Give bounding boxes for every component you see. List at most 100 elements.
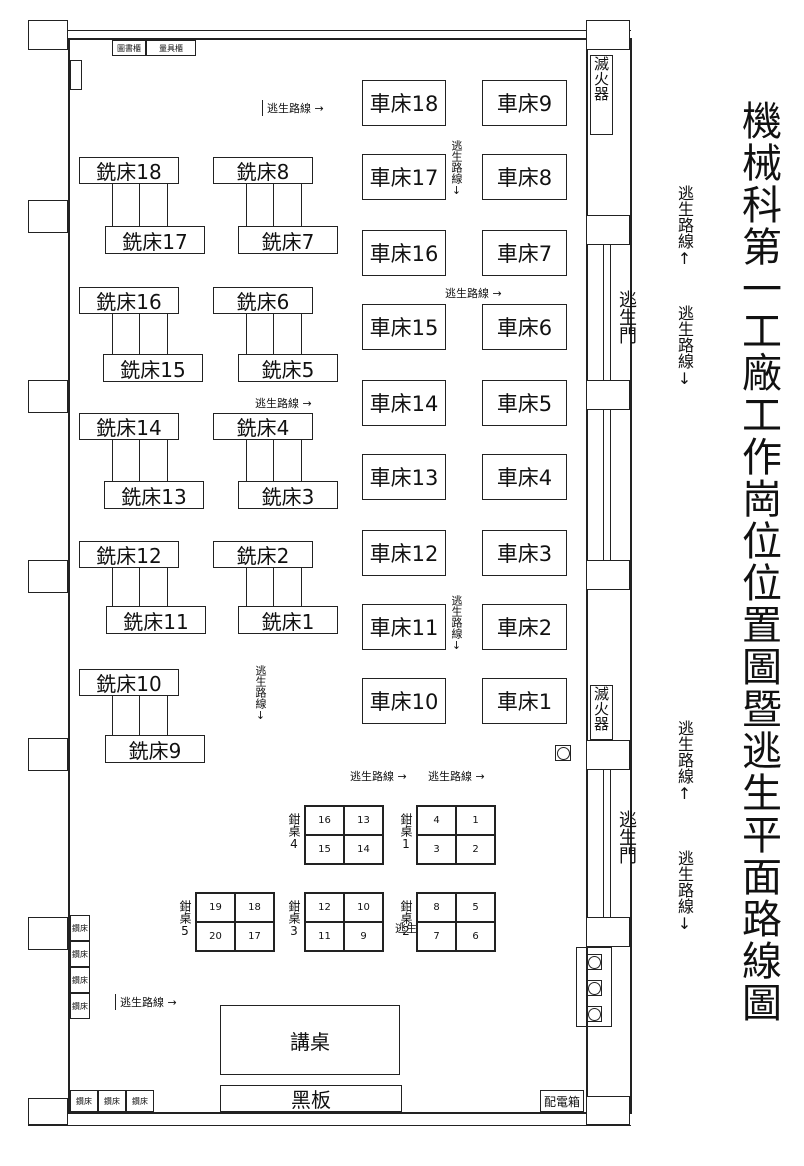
mill-station: 銑床9 <box>105 735 205 763</box>
bench-seat: 11 <box>305 922 344 951</box>
escape-route-legend: 逃生路線↓ <box>675 850 694 933</box>
mill-stand <box>246 184 302 226</box>
bench-label: 鉗桌3 <box>287 900 301 938</box>
bench-seat: 10 <box>344 893 383 922</box>
pillar <box>586 380 630 410</box>
bench-seat: 19 <box>196 893 235 922</box>
lathe-station: 車床8 <box>482 154 567 200</box>
escape-route-legend: 逃生路線↑ <box>675 185 694 268</box>
escape-route-label: 逃生路線 → <box>350 770 407 783</box>
extinguisher-label: 滅火器 <box>590 55 613 135</box>
lathe-station: 車床4 <box>482 454 567 500</box>
mill-station: 銑床13 <box>104 481 204 509</box>
lathe-station: 車床16 <box>362 230 446 276</box>
pillar <box>28 20 68 50</box>
lathe-station: 車床10 <box>362 678 446 724</box>
drill: 鑽床 <box>98 1090 126 1112</box>
door-line <box>603 245 604 380</box>
mill-station: 銑床14 <box>79 413 179 440</box>
bench-seat: 9 <box>344 922 383 951</box>
bench-seat: 20 <box>196 922 235 951</box>
escape-door-label: 逃生門 <box>616 810 637 864</box>
door-line <box>603 410 604 560</box>
pillar <box>28 917 68 950</box>
pillar <box>586 215 630 245</box>
door-line <box>610 245 611 380</box>
lathe-station: 車床13 <box>362 454 446 500</box>
lathe-station: 車床11 <box>362 604 446 650</box>
lathe-station: 車床12 <box>362 530 446 576</box>
drill: 鑽床 <box>70 1090 98 1112</box>
mill-station: 銑床12 <box>79 541 179 568</box>
bench-seat: 4 <box>417 806 456 835</box>
pillar <box>586 20 630 50</box>
podium: 講桌 <box>220 1005 400 1075</box>
outlet-icon <box>586 954 602 970</box>
lathe-station: 車床2 <box>482 604 567 650</box>
escape-route-label: 逃生路線↓ <box>254 665 267 722</box>
outlet-icon <box>586 980 602 996</box>
pillar <box>28 380 68 413</box>
bench-label: 鉗桌4 <box>287 813 301 851</box>
door-line <box>610 410 611 560</box>
drill: 鑽床 <box>70 941 90 967</box>
pillar <box>586 1096 630 1125</box>
mill-station: 銑床15 <box>103 354 203 382</box>
wall-left <box>68 38 70 1114</box>
pillar <box>586 917 630 947</box>
bottom-outer <box>28 1125 631 1126</box>
gauge-cabinet: 量具櫃 <box>146 40 196 56</box>
lathe-station: 車床1 <box>482 678 567 724</box>
mill-station: 銑床17 <box>105 226 205 254</box>
bench-seat: 2 <box>456 835 495 864</box>
mill-station: 銑床3 <box>238 481 338 509</box>
bench-seat: 7 <box>417 922 456 951</box>
bench-seat: 8 <box>417 893 456 922</box>
bench-seat: 5 <box>456 893 495 922</box>
bench-seat: 14 <box>344 835 383 864</box>
mill-station: 銑床4 <box>213 413 313 440</box>
drill: 鑽床 <box>126 1090 154 1112</box>
drill: 鑽床 <box>70 915 90 941</box>
mill-station: 銑床8 <box>213 157 313 184</box>
escape-route-legend: 逃生路線↓ <box>675 305 694 388</box>
bench-seat: 16 <box>305 806 344 835</box>
bench-seat: 1 <box>456 806 495 835</box>
mill-station: 銑床7 <box>238 226 338 254</box>
bench-label: 鉗桌2 <box>399 900 413 938</box>
lathe-station: 車床15 <box>362 304 446 350</box>
lathe-station: 車床9 <box>482 80 567 126</box>
mill-stand <box>246 568 302 606</box>
wall-top <box>68 38 586 40</box>
top-outer <box>28 30 631 31</box>
escape-door-label: 逃生門 <box>616 290 637 344</box>
bench-seat: 15 <box>305 835 344 864</box>
book-cabinet: 圖書櫃 <box>112 40 146 56</box>
escape-route-label: 逃生路線↓ <box>450 140 463 197</box>
mill-station: 銑床6 <box>213 287 313 314</box>
lathe-station: 車床7 <box>482 230 567 276</box>
mill-station: 銑床2 <box>213 541 313 568</box>
escape-route-label: 逃生路線↓ <box>450 595 463 652</box>
page-title: 機械科第一工廠工作崗位位置圖暨逃生平面路線圖 <box>735 100 781 1024</box>
drill: 鑽床 <box>70 993 90 1019</box>
mill-stand <box>246 314 302 354</box>
lathe-station: 車床6 <box>482 304 567 350</box>
mill-station: 銑床5 <box>238 354 338 382</box>
bench-label: 鉗桌5 <box>178 900 192 938</box>
power-panel: 配電箱 <box>540 1090 584 1112</box>
escape-route-label: 逃生路線 → <box>428 770 485 783</box>
extinguisher-label: 滅火器 <box>590 685 613 740</box>
mill-station: 銑床10 <box>79 669 179 696</box>
bench-seat: 18 <box>235 893 274 922</box>
escape-route-legend: 逃生路線↑ <box>675 720 694 803</box>
door-line <box>610 770 611 917</box>
escape-route-label: 逃生路線 → <box>115 994 177 1010</box>
blackboard: 黑板 <box>220 1085 402 1112</box>
escape-route-label: 逃生路線 → <box>445 287 502 300</box>
lathe-station: 車床18 <box>362 80 446 126</box>
outlet-icon <box>555 745 571 761</box>
mill-stand <box>112 314 168 354</box>
